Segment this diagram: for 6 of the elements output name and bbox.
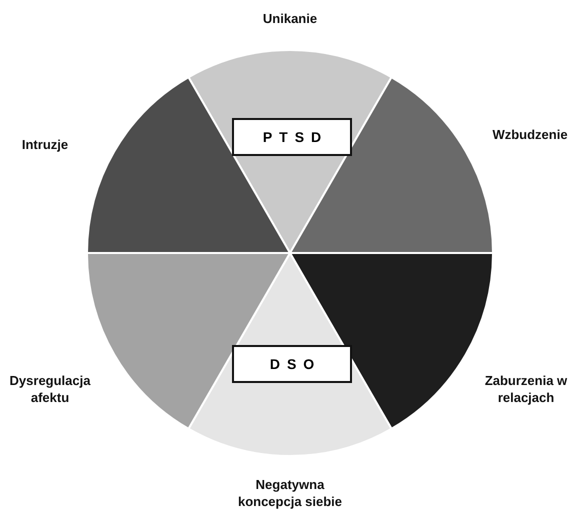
segment-label: Wzbudzenie <box>485 126 575 143</box>
segment-label: Dysregulacja afektu <box>0 372 100 406</box>
segment-label: Intruzje <box>5 136 85 153</box>
segment-label: Unikanie <box>230 10 350 27</box>
segment-label: Negatywna koncepcja siebie <box>225 476 355 510</box>
segment-label: Zaburzenia w relacjach <box>480 372 572 406</box>
